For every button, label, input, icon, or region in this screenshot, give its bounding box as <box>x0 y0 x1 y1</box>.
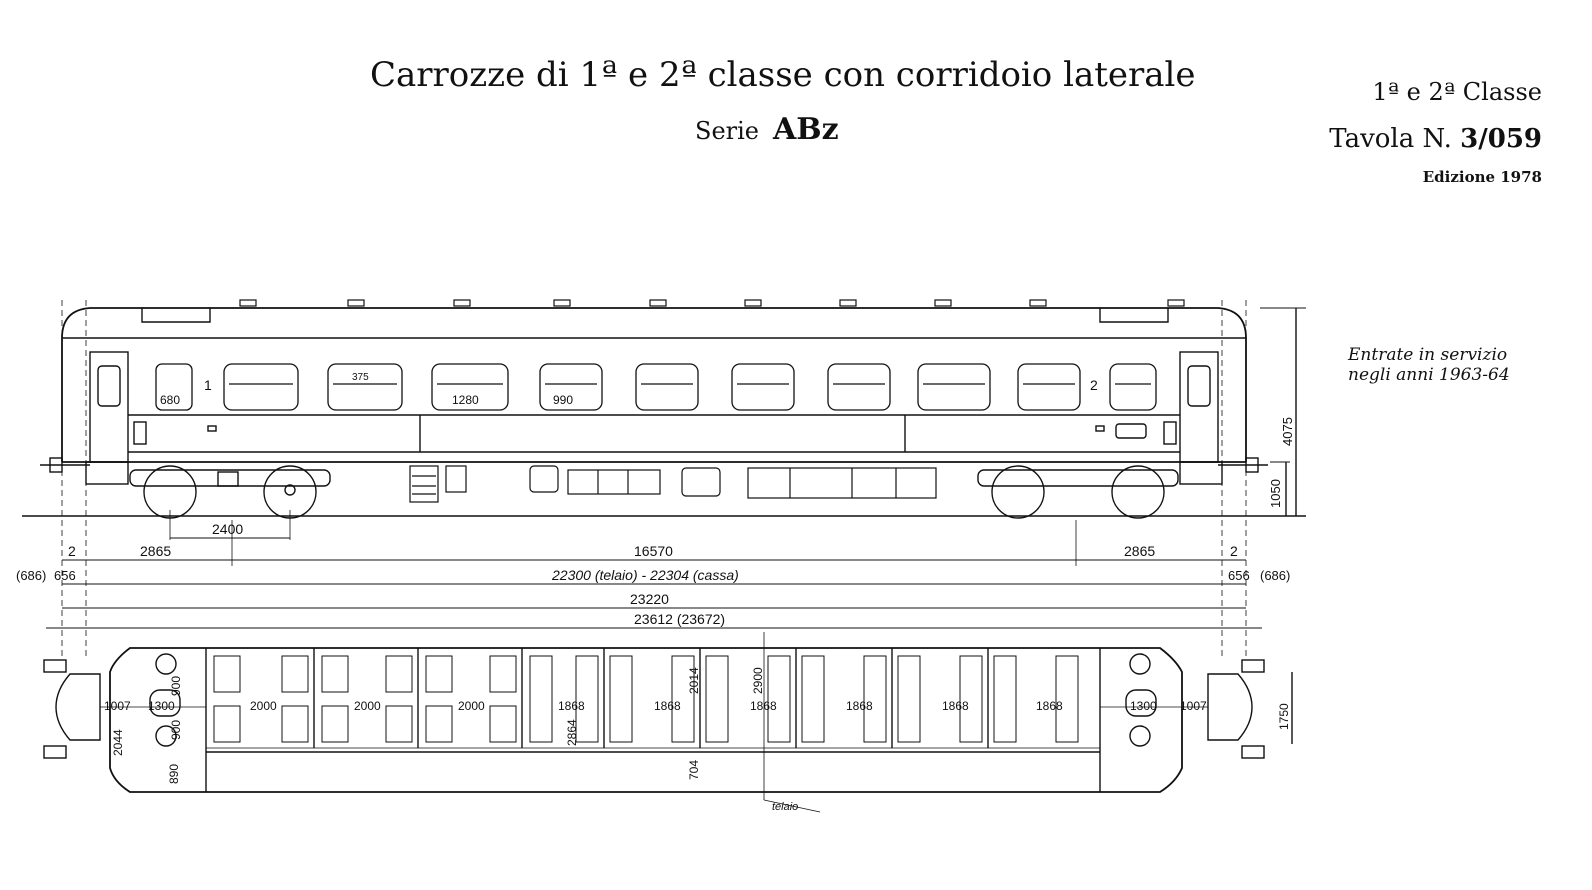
floor-height: 1050 <box>1268 479 1283 508</box>
service-note-line-1: Entrate in servizio <box>1348 345 1508 365</box>
tavola-line: Tavola N. 3/059 <box>1329 124 1542 154</box>
page-title: Carrozze di 1ª e 2ª classe con corridoio… <box>370 55 1196 95</box>
over-buffers-length: 23612 (23672) <box>634 611 725 627</box>
buffer-left: 656 <box>54 568 76 583</box>
plan-dim-2900: 2900 <box>751 667 765 694</box>
frame-label: telaio <box>772 801 798 813</box>
bogie-wheelbase: 2400 <box>212 521 243 537</box>
window-dim-375: 375 <box>352 372 369 383</box>
longitudinal-dim-labels: 2 2865 16570 2865 2 (686) 656 22300 (tel… <box>16 543 1290 627</box>
height-total: 4075 <box>1280 417 1295 446</box>
plan-dim-1868-6: 1868 <box>1036 699 1063 713</box>
plan-dim-1868-2: 1868 <box>654 699 681 713</box>
window-dim-990: 990 <box>553 393 573 407</box>
window-dim-680: 680 <box>160 393 180 407</box>
over-body-length: 23220 <box>630 591 669 607</box>
plan-view <box>43 632 1293 813</box>
plan-dim-1868-1: 1868 <box>558 699 585 713</box>
side-view-labels: 1 2 680 375 1280 990 4075 1050 2400 <box>160 372 1295 537</box>
end-gap-right: 2 <box>1230 543 1238 559</box>
plan-dim-1300-right: 1300 <box>1130 699 1157 713</box>
bogie-overhang-left: 2865 <box>140 543 171 559</box>
dimension-lines <box>46 300 1262 660</box>
buffer-right-alt: (686) <box>1260 568 1290 583</box>
door-right <box>1179 351 1219 463</box>
plan-dim-1300-left: 1300 <box>148 699 175 713</box>
plan-dim-1007-right: 1007 <box>1180 699 1207 713</box>
buffer-right: 656 <box>1228 568 1250 583</box>
plan-dim-900-lower: 900 <box>169 720 183 740</box>
plan-dim-890: 890 <box>167 764 181 784</box>
plan-dim-2044: 2044 <box>111 729 125 756</box>
compartment-label-1: 1 <box>204 377 212 393</box>
end-gap-left: 2 <box>68 543 76 559</box>
plan-dim-2864: 2864 <box>565 719 579 746</box>
roof-vents <box>239 299 1185 307</box>
bogie-overhang-right: 2865 <box>1124 543 1155 559</box>
plan-dim-1750: 1750 <box>1277 703 1291 730</box>
plan-dim-2000-3: 2000 <box>458 699 485 713</box>
compartment-label-2: 2 <box>1090 377 1098 393</box>
plan-dim-2014: 2014 <box>687 667 701 694</box>
bogie-left <box>129 465 331 519</box>
plan-dim-1868-3: 1868 <box>750 699 777 713</box>
class-label: 1ª e 2ª Classe <box>1372 78 1542 106</box>
buffer-left-alt: (686) <box>16 568 46 583</box>
series-code: ABz <box>773 112 839 147</box>
tavola-label: Tavola N. <box>1329 124 1452 154</box>
seats <box>213 655 1079 743</box>
plan-dim-1007-left: 1007 <box>104 699 131 713</box>
bogie-right <box>977 465 1179 519</box>
frame-body-length: 22300 (telaio) - 22304 (cassa) <box>551 567 739 583</box>
service-note: Entrate in servizio negli anni 1963-64 <box>1348 345 1510 385</box>
bogie-centres: 16570 <box>634 543 673 559</box>
side-view <box>22 299 1306 519</box>
series-line: Serie ABz <box>695 112 839 147</box>
plan-dim-704: 704 <box>687 760 701 780</box>
plan-dim-1868-4: 1868 <box>846 699 873 713</box>
plan-dim-1868-5: 1868 <box>942 699 969 713</box>
compartment-partitions <box>313 648 989 748</box>
underframe-equipment <box>409 465 937 503</box>
series-label: Serie <box>695 117 759 145</box>
side-windows <box>155 363 1157 411</box>
tavola-number: 3/059 <box>1460 124 1542 154</box>
edition-label: Edizione 1978 <box>1422 168 1542 186</box>
service-note-line-2: negli anni 1963-64 <box>1348 365 1510 385</box>
plan-dim-2000-1: 2000 <box>250 699 277 713</box>
plan-dim-900-upper: 900 <box>169 676 183 696</box>
plan-view-labels: 1007 1300 900 900 2000 2000 2000 1868 18… <box>104 667 1291 813</box>
door-left <box>89 351 129 463</box>
window-dim-1280: 1280 <box>452 393 479 407</box>
plan-dim-2000-2: 2000 <box>354 699 381 713</box>
